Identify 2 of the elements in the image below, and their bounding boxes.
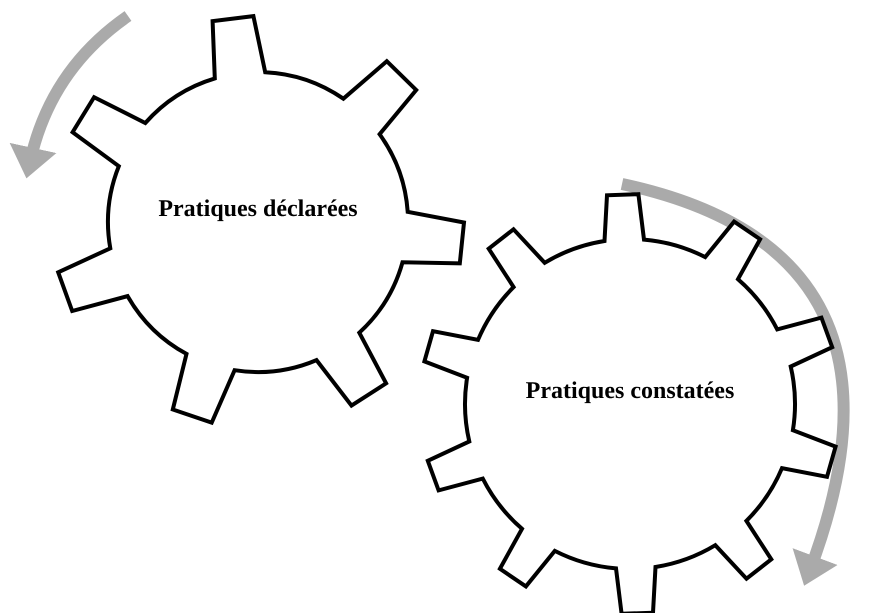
gear-label: Pratiques déclarées — [157, 196, 359, 222]
gear-label: Pratiques constatées — [524, 378, 736, 404]
